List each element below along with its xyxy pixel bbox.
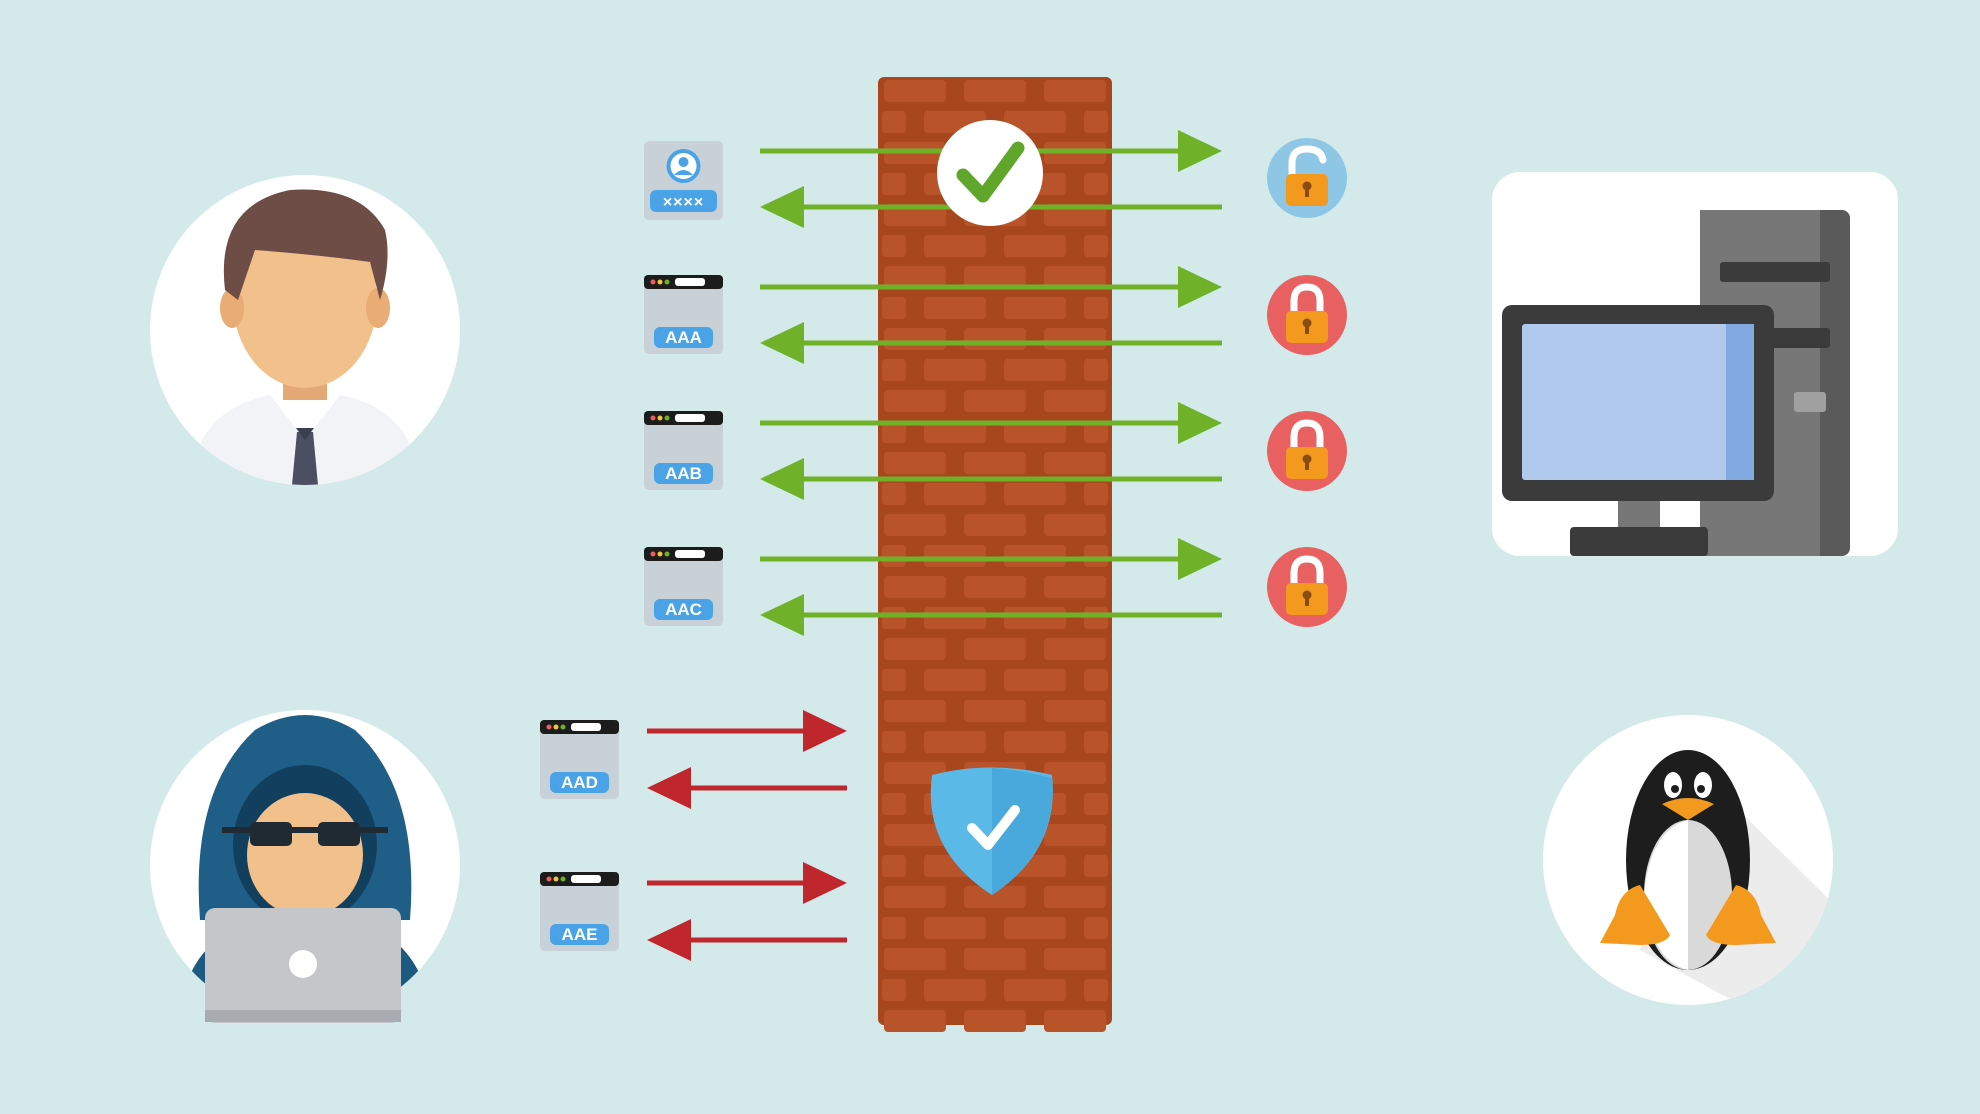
locked-padlock-icon xyxy=(1267,275,1347,355)
allowed-tile-3: AAC xyxy=(644,547,723,626)
locked-padlock-icon xyxy=(1267,547,1347,627)
linux-penguin-icon xyxy=(1543,715,1833,1005)
tile-label: AAE xyxy=(562,925,598,944)
credentials-label: ×××× xyxy=(663,194,704,211)
tile-label: AAA xyxy=(665,328,702,347)
allowed-tile-1: AAA xyxy=(644,275,723,354)
shield-check-icon xyxy=(930,767,1053,895)
tile-label: AAC xyxy=(665,600,702,619)
desktop-computer-icon xyxy=(1492,172,1898,556)
allowed-outbound-arrow xyxy=(760,266,1222,308)
hooded-hacker-icon xyxy=(150,710,460,1023)
user-credentials-icon: ×××× xyxy=(644,141,723,220)
allowed-tile-2: AAB xyxy=(644,411,723,490)
allowed-return-arrow xyxy=(760,458,1222,500)
allowed-outbound-arrow xyxy=(760,538,1222,580)
allowed-request-tiles: ×××× AAA AAB AAC xyxy=(644,141,723,626)
businessman-icon xyxy=(150,175,460,485)
allowed-outbound-arrow xyxy=(760,402,1222,444)
blocked-rejection-arrow xyxy=(647,767,847,809)
blocked-request-tiles: AAD AAE xyxy=(540,720,619,951)
allowed-return-arrow xyxy=(760,322,1222,364)
blocked-attempt-arrow xyxy=(647,862,847,904)
blocked-tile-0: AAD xyxy=(540,720,619,799)
blocked-attempt-arrow xyxy=(647,710,847,752)
tile-label: AAB xyxy=(665,464,702,483)
blocked-arrows xyxy=(647,710,847,961)
allowed-return-arrow xyxy=(760,594,1222,636)
locked-padlock-icon xyxy=(1267,411,1347,491)
checkmark-icon xyxy=(937,120,1043,226)
blocked-rejection-arrow xyxy=(647,919,847,961)
blocked-tile-1: AAE xyxy=(540,872,619,951)
unlocked-padlock-icon xyxy=(1267,138,1347,218)
tile-label: AAD xyxy=(561,773,598,792)
lock-icons xyxy=(1267,138,1347,627)
